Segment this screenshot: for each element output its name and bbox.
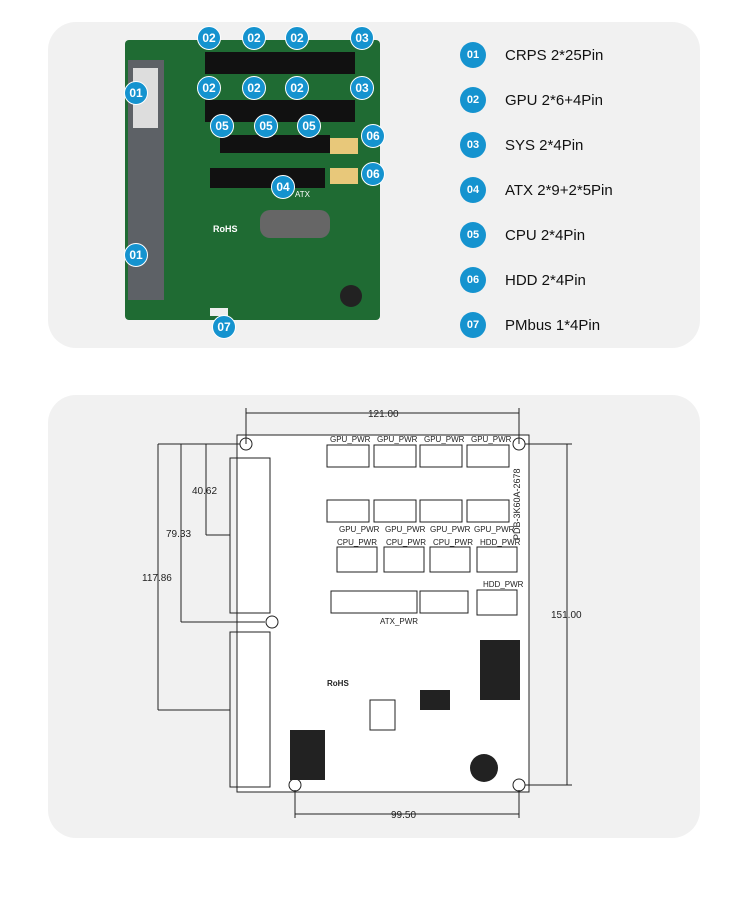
legend-label: CRPS 2*25Pin: [505, 46, 604, 64]
gpu-silk: GPU_PWR: [339, 525, 380, 534]
cpu-hdd-connectors: [336, 546, 518, 616]
legend-label: GPU 2*6+4Pin: [505, 91, 603, 109]
gpu-silk: GPU_PWR: [385, 525, 426, 534]
inductors: [260, 210, 330, 238]
badge-04: 04: [271, 175, 295, 199]
hdd-silk: HDD_PWR: [480, 538, 521, 547]
dim-b-label: 79.33: [166, 529, 191, 540]
gpu-silk: GPU_PWR: [430, 525, 471, 534]
rohs-silk: RoHS: [327, 679, 349, 688]
dimension-lines: [157, 408, 572, 818]
legend-badge: 07: [460, 312, 486, 338]
badge-02: 02: [285, 26, 309, 50]
badge-02: 02: [242, 76, 266, 100]
cpu-silk: CPU_PWR: [337, 538, 377, 547]
model-silk: PDB-3K60A-2678: [512, 468, 522, 540]
gpu-silk: GPU_PWR: [474, 525, 515, 534]
legend-label: CPU 2*4Pin: [505, 226, 586, 244]
legend-label: PMbus 1*4Pin: [505, 316, 601, 334]
legend-badge: 04: [460, 177, 486, 203]
dim-c-label: 117.86: [142, 573, 172, 584]
legend-label: ATX 2*9+2*5Pin: [505, 181, 613, 199]
legend-item: 05 CPU 2*4Pin: [460, 222, 585, 248]
badge-05: 05: [297, 114, 321, 138]
badge-01: 01: [124, 243, 148, 267]
hdd-connector: [330, 138, 358, 154]
gpu-connectors-bottom: [205, 100, 355, 122]
badge-06: 06: [361, 162, 385, 186]
atx-silk: ATX_PWR: [380, 617, 418, 626]
badge-02: 02: [197, 76, 221, 100]
badge-03: 03: [350, 26, 374, 50]
gpu-silk: GPU_PWR: [330, 435, 371, 444]
mount-hole: [265, 615, 279, 629]
badge-01: 01: [124, 81, 148, 105]
legend-badge: 05: [460, 222, 486, 248]
gpu-connectors: [326, 444, 510, 523]
legend-item: 04 ATX 2*9+2*5Pin: [460, 177, 613, 203]
cpu-silk: CPU_PWR: [433, 538, 473, 547]
atx-connector: [210, 168, 325, 188]
gpu-silk: GPU_PWR: [377, 435, 418, 444]
legend-badge: 03: [460, 132, 486, 158]
pmbus-connector: [210, 308, 228, 316]
dim-a-label: 40.62: [192, 486, 217, 497]
legend-badge: 06: [460, 267, 486, 293]
cpu-connectors: [220, 135, 330, 153]
legend-badge: 01: [460, 42, 486, 68]
gpu-silk: GPU_PWR: [424, 435, 465, 444]
legend-badge: 02: [460, 87, 486, 113]
dim-height-label: 151.00: [551, 610, 582, 621]
legend-item: 07 PMbus 1*4Pin: [460, 312, 600, 338]
legend-item: 06 HDD 2*4Pin: [460, 267, 586, 293]
badge-05: 05: [210, 114, 234, 138]
gpu-silk: GPU_PWR: [471, 435, 512, 444]
legend-item: 02 GPU 2*6+4Pin: [460, 87, 603, 113]
buzzer: [340, 285, 362, 307]
dim-width-label: 121.00: [368, 409, 399, 420]
gpu-connectors-top: [205, 52, 355, 74]
atx-silk-label: ATX: [295, 190, 310, 199]
badge-03: 03: [350, 76, 374, 100]
badge-07: 07: [212, 315, 236, 339]
legend-label: HDD 2*4Pin: [505, 271, 586, 289]
atx-connector-outline: [330, 590, 418, 614]
badge-02: 02: [197, 26, 221, 50]
badge-06: 06: [361, 124, 385, 148]
smd-components: [290, 640, 520, 782]
badge-02: 02: [242, 26, 266, 50]
legend-item: 01 CRPS 2*25Pin: [460, 42, 603, 68]
legend-item: 03 SYS 2*4Pin: [460, 132, 583, 158]
hdd-connector: [330, 168, 358, 184]
rohs-mark: RoHS: [213, 224, 238, 234]
legend-label: SYS 2*4Pin: [505, 136, 584, 154]
dim-bottom-label: 99.50: [391, 810, 416, 821]
cpu-silk: CPU_PWR: [386, 538, 426, 547]
badge-02: 02: [285, 76, 309, 100]
badge-05: 05: [254, 114, 278, 138]
hdd-silk: HDD_PWR: [483, 580, 524, 589]
